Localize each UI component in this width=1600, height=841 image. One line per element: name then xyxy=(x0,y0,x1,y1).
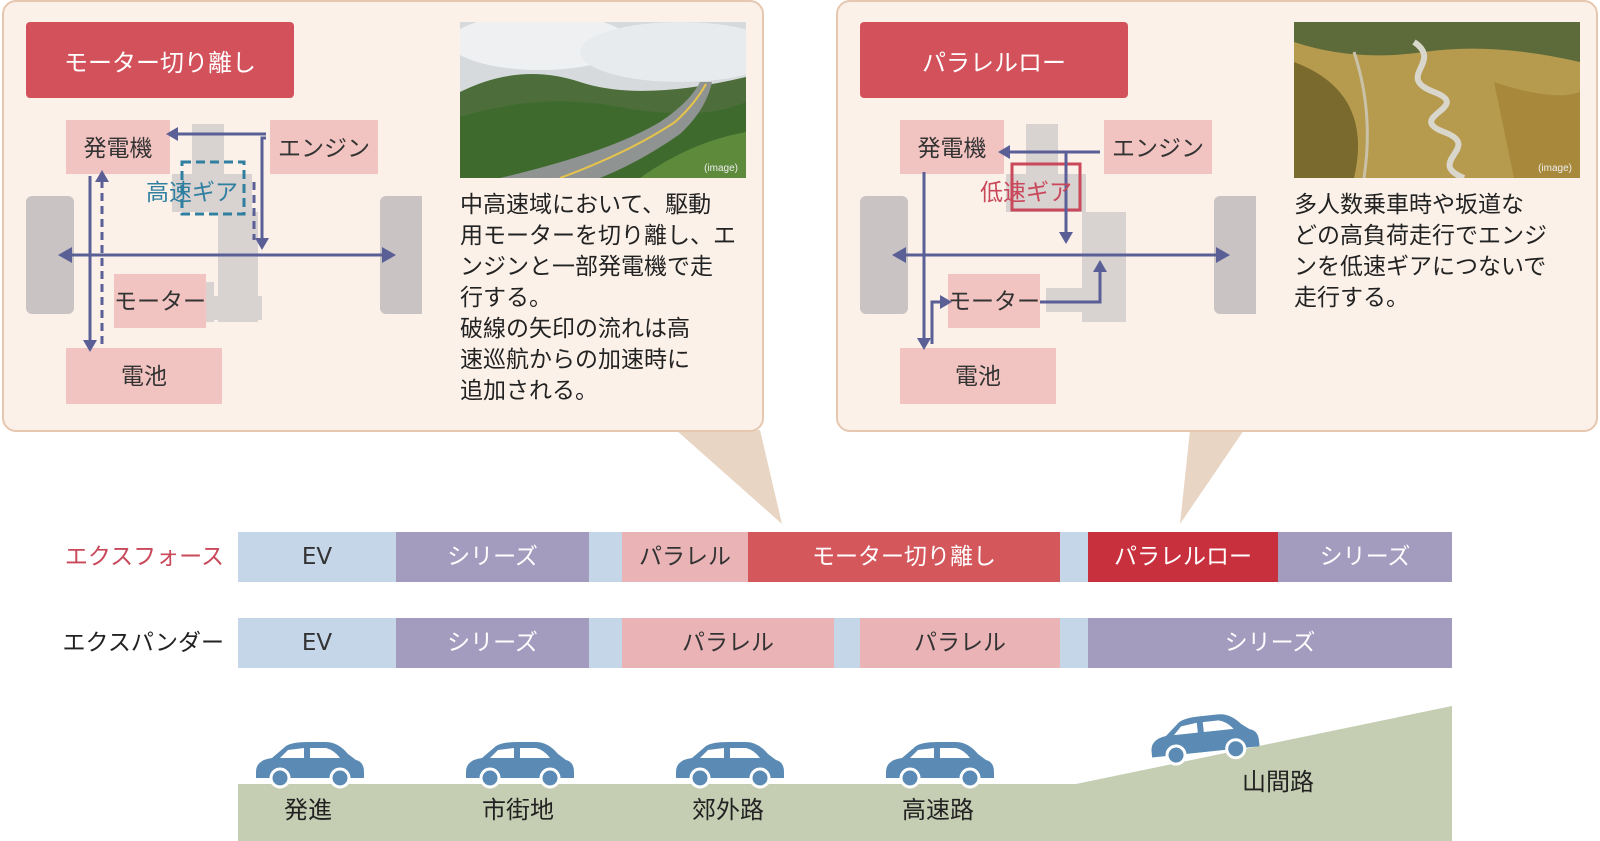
wheel-left xyxy=(26,196,74,314)
engine-shaft xyxy=(1026,124,1058,174)
mode-segment-gap xyxy=(834,618,860,668)
row-label-xforce: エクスフォース xyxy=(64,544,224,570)
mode-segment-gap xyxy=(1060,618,1088,668)
place-label-suburb: 郊外路 xyxy=(692,796,764,824)
motor-label: モーター xyxy=(114,289,206,315)
panel-motor-disconnect: モーター切り離し 発電機 エンジン xyxy=(2,0,764,432)
motor-box xyxy=(114,274,206,328)
wheel-left xyxy=(860,196,908,314)
description-line: 行する。 xyxy=(460,285,552,311)
gear-label: 低速ギア xyxy=(980,180,1072,206)
motor-shaft xyxy=(1046,288,1106,312)
car-icon xyxy=(464,740,576,789)
battery-label: 電池 xyxy=(121,364,167,390)
photo-tag: (image) xyxy=(1538,163,1572,174)
battery-box xyxy=(66,348,222,404)
generator-label: 発電機 xyxy=(84,136,153,162)
place-label-start: 発進 xyxy=(284,796,332,824)
mode-segment-parallel: パラレル xyxy=(622,532,748,582)
engine-drive-arrow xyxy=(260,136,266,240)
photo-highway-image xyxy=(460,22,746,178)
place-label-city: 市街地 xyxy=(482,796,554,824)
photo-tag: (image) xyxy=(704,163,738,174)
description-line: 速巡航からの加速時に xyxy=(460,347,690,373)
place-label-expressway: 高速路 xyxy=(902,796,974,824)
mode-segment-ev: EV xyxy=(238,618,396,668)
road-ground xyxy=(238,706,1452,841)
description-line: 中高速域において、駆動 xyxy=(460,192,712,218)
description-line: ンを低速ギアにつないで xyxy=(1294,254,1547,280)
description-line: 追加される。 xyxy=(460,378,598,404)
mode-segment-motor-disconnect: モーター切り離し xyxy=(748,532,1060,582)
row-label-xpander: エクスパンダー xyxy=(62,630,224,656)
photo-mountain-road: (image) xyxy=(1294,22,1580,178)
mode-segment-parallel: パラレル xyxy=(622,618,834,668)
mode-segment-series: シリーズ xyxy=(396,618,589,668)
mode-segment-ev: EV xyxy=(238,532,396,582)
wheel-right xyxy=(380,196,422,314)
mode-segment-series: シリーズ xyxy=(396,532,589,582)
generator-box xyxy=(66,120,170,174)
car-icon xyxy=(884,740,996,789)
motor-drive-arrow xyxy=(1040,268,1102,304)
battery-box xyxy=(900,348,1056,404)
description-line: 多人数乗車時や坂道な xyxy=(1294,192,1524,218)
mode-segment-gap xyxy=(589,532,622,582)
car-icon xyxy=(674,740,786,789)
engine-label: エンジン xyxy=(278,136,370,162)
place-label-mountain: 山間路 xyxy=(1242,768,1314,796)
panel-parallel-low: パラレルロー 発電機 エンジン 低速ギア モーター 電池 xyxy=(836,0,1598,432)
motor-shaft xyxy=(212,296,262,320)
motor-box xyxy=(948,274,1040,328)
description-line: 走行する。 xyxy=(1294,285,1409,311)
description-line: 用モーターを切り離し、エ xyxy=(460,223,736,249)
description-line: どの高負荷走行でエンジ xyxy=(1294,223,1547,249)
generator-label: 発電機 xyxy=(918,136,987,162)
mode-segment-gap xyxy=(1060,532,1088,582)
engine-box xyxy=(1104,120,1212,174)
mode-segment-gap xyxy=(589,618,622,668)
panel-description: 中高速域において、駆動 用モーターを切り離し、エ ンジンと一部発電機で走 行する… xyxy=(460,190,760,407)
mode-segment-parallel-low: パラレルロー xyxy=(1088,532,1278,582)
gear-frame xyxy=(1010,162,1082,212)
generator-box xyxy=(900,120,1004,174)
wheel-right xyxy=(1214,196,1256,314)
gear-housing xyxy=(1006,174,1086,212)
mode-segment-series: シリーズ xyxy=(1088,618,1452,668)
engine-shaft xyxy=(192,124,224,174)
gear-label: 高速ギア xyxy=(146,180,238,206)
mode-segment-parallel: パラレル xyxy=(860,618,1060,668)
gear-dashed-frame xyxy=(180,160,246,216)
engine-label: エンジン xyxy=(1112,136,1204,162)
powertrain-diagram: 発電機 エンジン 低速ギア モーター 電池 xyxy=(860,120,1256,404)
photo-highway: (image) xyxy=(460,22,746,178)
powertrain-diagram: 発電機 エンジン 高速ギア モーター 電池 xyxy=(26,120,422,404)
panel-description: 多人数乗車時や坂道な どの高負荷走行でエンジ ンを低速ギアにつないで 走行する。 xyxy=(1294,190,1594,314)
engine-box xyxy=(270,120,378,174)
panel-title: モーター切り離し xyxy=(26,22,294,98)
panel-title: パラレルロー xyxy=(860,22,1128,98)
description-line: ンジンと一部発電機で走 xyxy=(460,254,713,280)
description-line: 破線の矢印の流れは高 xyxy=(460,316,690,342)
photo-mountain-image xyxy=(1294,22,1580,178)
battery-label: 電池 xyxy=(955,364,1001,390)
car-icon xyxy=(254,740,366,789)
gear-housing xyxy=(172,174,252,212)
mode-segment-series: シリーズ xyxy=(1278,532,1452,582)
motor-label: モーター xyxy=(948,289,1040,315)
